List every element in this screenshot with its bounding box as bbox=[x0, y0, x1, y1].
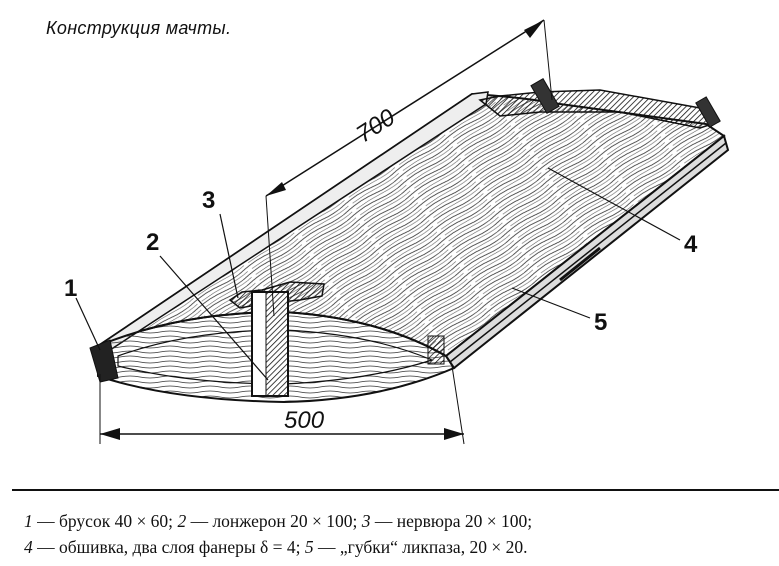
mast-construction-drawing: 700 500 1 2 3 4 5 bbox=[64, 19, 730, 445]
figure-title: Конструкция мачты. bbox=[46, 18, 232, 38]
callout-5: 5 bbox=[594, 309, 607, 336]
bar-trailing bbox=[427, 335, 445, 365]
bar-1 bbox=[89, 339, 119, 383]
callout-3: 3 bbox=[202, 187, 215, 214]
callout-2: 2 bbox=[146, 229, 159, 256]
far-bar-stub bbox=[695, 96, 721, 128]
callout-4: 4 bbox=[684, 231, 698, 258]
dimension-length-label: 700 bbox=[352, 104, 401, 149]
dimension-width: 500 bbox=[99, 365, 465, 445]
caption-line-2: 4 — обшивка, два слоя фанеры δ = 4; 5 — … bbox=[24, 537, 528, 557]
dimension-width-label: 500 bbox=[284, 407, 325, 434]
figure-caption: 1 — брусок 40 × 60; 2 — лонжерон 20 × 10… bbox=[24, 508, 774, 560]
callout-1: 1 bbox=[64, 275, 77, 302]
caption-line-1: 1 — брусок 40 × 60; 2 — лонжерон 20 × 10… bbox=[24, 511, 533, 531]
caption-divider bbox=[12, 489, 779, 491]
